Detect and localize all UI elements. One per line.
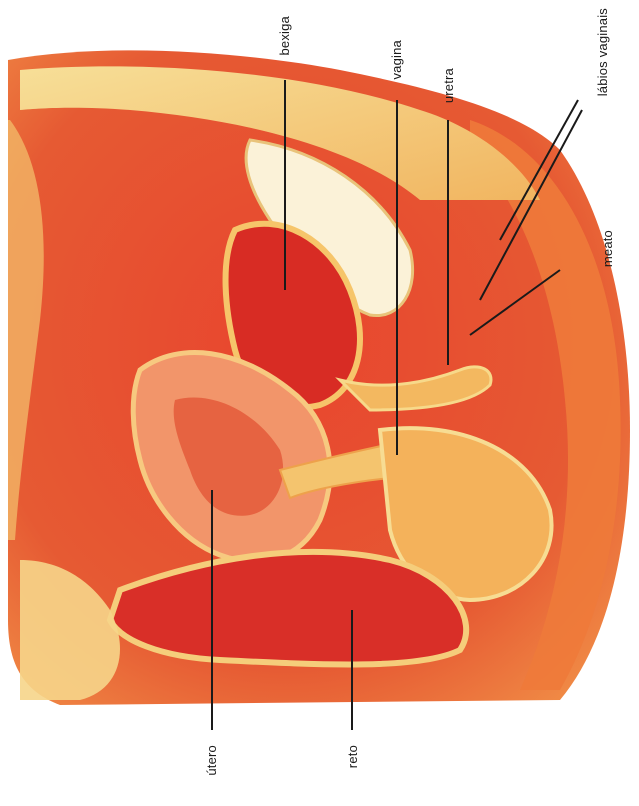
label-labios: lábios vaginais	[595, 8, 610, 96]
label-reto: reto	[345, 745, 360, 768]
label-bexiga: bexiga	[277, 16, 292, 56]
label-uretra: uretra	[441, 68, 456, 103]
label-meato: meato	[600, 230, 615, 267]
label-utero: útero	[204, 745, 219, 776]
label-vagina: vagina	[389, 40, 404, 80]
